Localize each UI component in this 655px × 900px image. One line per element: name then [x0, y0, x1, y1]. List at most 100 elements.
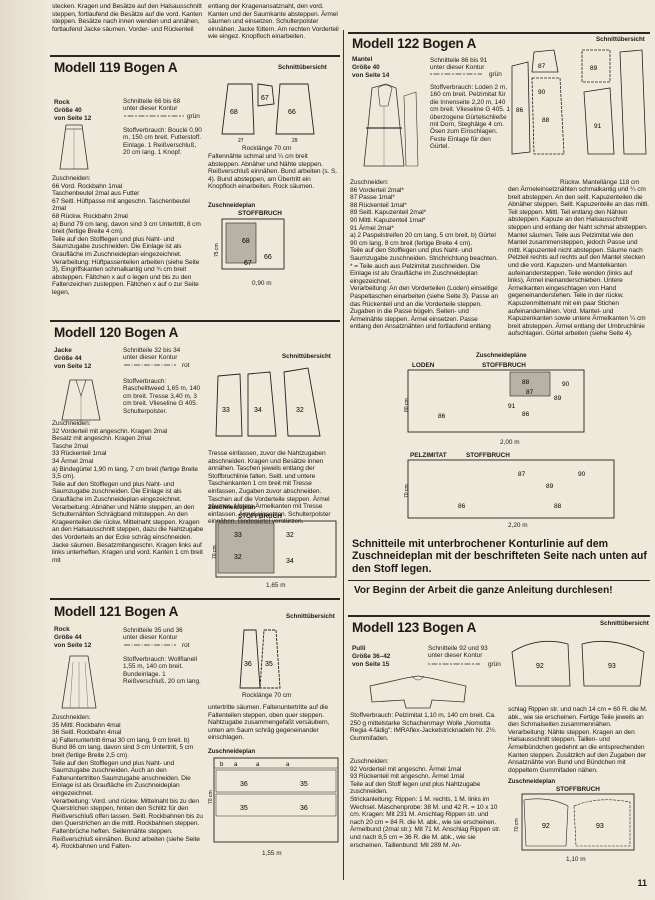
- section-rule: [50, 320, 340, 322]
- notice-konturlinie: Schnitteile mit unterbrochener Konturlin…: [352, 538, 647, 575]
- svg-text:92: 92: [542, 823, 550, 830]
- m119-width: 0,90 m: [252, 280, 272, 287]
- m123-verarbeitung: schlag Rippen str. und nach 14 cm = 60 R…: [508, 706, 648, 774]
- m123-zuschneiden: Zuschneiden: 92 Vorderteil mit angeschn.…: [350, 758, 501, 849]
- svg-text:33: 33: [234, 532, 242, 539]
- m122-kontur-line: [430, 73, 482, 75]
- m123-stoffbruch: STOFFBRUCH: [556, 786, 600, 793]
- svg-text:35: 35: [240, 805, 248, 812]
- svg-text:67: 67: [261, 95, 269, 102]
- m119-schnittuebersicht-diagram: 68 67 66 27 29: [221, 83, 315, 144]
- m123-color: grün: [488, 661, 501, 668]
- svg-text:86: 86: [522, 411, 530, 418]
- svg-text:88: 88: [542, 117, 550, 124]
- svg-text:86: 86: [438, 413, 446, 420]
- m122-schnittuebersicht: Schnittübersicht: [596, 36, 645, 43]
- m123-stoffverbrauch: Stoffverbrauch: Pelzimitat 1,10 m, 140 c…: [350, 712, 497, 742]
- modell-121-title: Modell 121 Bogen A: [54, 604, 179, 619]
- m122-stoffbruch-1: STOFFBRUCH: [482, 362, 526, 369]
- svg-text:87: 87: [526, 389, 534, 396]
- svg-text:33: 33: [222, 407, 230, 414]
- svg-text:86: 86: [458, 503, 466, 510]
- skirt-illustration: [59, 124, 89, 170]
- m123-schnittuebersicht: Schnittübersicht: [600, 620, 649, 627]
- svg-text:32: 32: [286, 532, 294, 539]
- m121-zuschneideplan-label: Zuschneideplan: [208, 748, 256, 755]
- m122-width-1: 2,00 m: [500, 439, 520, 446]
- m120-stoffbruch: STOFFBRUCH: [238, 513, 282, 520]
- svg-text:91: 91: [594, 123, 602, 130]
- section-rule: [50, 55, 340, 57]
- svg-text:70 cm: 70 cm: [514, 818, 520, 832]
- m121-cutting-layout: b a a a 36 35 35 36 70 cm: [208, 757, 339, 843]
- m119-sizes: Schnitteile 66 bis 68 unter dieser Kontu…: [123, 98, 181, 113]
- svg-text:a: a: [286, 762, 290, 768]
- m119-stoffverbrauch: Stoffverbrauch: Bouclé 0,90 m, 150 cm br…: [123, 127, 202, 157]
- svg-text:70 cm: 70 cm: [404, 484, 410, 498]
- m119-verarbeitung-cont: Faltennähte schmal und ¼ cm breit abstep…: [208, 153, 338, 191]
- m121-schnittuebersicht: Schnittübersicht: [286, 613, 335, 620]
- svg-text:87: 87: [518, 471, 526, 478]
- svg-text:35: 35: [265, 661, 273, 668]
- svg-text:27: 27: [238, 138, 244, 144]
- section-rule: [50, 598, 340, 600]
- m119-schnittuebersicht: Schnittübersicht: [278, 64, 327, 71]
- m121-kontur-line: [124, 644, 176, 646]
- svg-text:80 cm: 80 cm: [404, 398, 410, 412]
- m119-color: grün: [187, 113, 200, 120]
- modell-123-title: Modell 123 Bogen A: [352, 620, 477, 635]
- m123-subtitle: Pulli Größe 36–42 von Seite 15: [352, 645, 391, 669]
- svg-text:91: 91: [508, 403, 516, 410]
- modell-119-title: Modell 119 Bogen A: [54, 60, 178, 75]
- svg-text:70 cm: 70 cm: [212, 545, 218, 559]
- m120-width: 1,65 m: [266, 582, 286, 589]
- m122-stoffbruch-2: STOFFBRUCH: [466, 452, 510, 459]
- m122-color: grün: [489, 71, 502, 78]
- section-rule: [348, 615, 650, 617]
- svg-text:75 cm: 75 cm: [214, 243, 220, 257]
- m122-zuschneideplaene-label: Zuschneidepläne: [476, 352, 527, 359]
- svg-text:b: b: [220, 762, 224, 768]
- pleated-skirt-illustration: [61, 655, 97, 709]
- m121-sizes: Schnitteile 35 und 36 unter dieser Kontu…: [123, 627, 183, 642]
- intro-text-left: stecken. Kragen und Besätze auf den Hals…: [52, 3, 203, 33]
- svg-text:32: 32: [234, 554, 242, 561]
- svg-text:a: a: [234, 762, 238, 768]
- m120-zuschneiden: Zuschneiden: 32 Vorderteil mit angeschn.…: [52, 420, 204, 564]
- jacket-illustration: [61, 379, 101, 421]
- m121-color: rot: [182, 642, 190, 649]
- m119-zuschneideplan-label: Zuschneideplan: [208, 202, 256, 209]
- m123-zuschneideplan-label: Zuschneideplan: [508, 778, 556, 785]
- m120-zuschneideplan-label: Zuschneideplan: [208, 504, 256, 511]
- m119-cutting-layout: 68 67 66 75 cm: [214, 218, 285, 270]
- m122-loden-label: LODEN: [412, 362, 435, 369]
- svg-text:89: 89: [590, 65, 598, 72]
- svg-text:90: 90: [562, 381, 570, 388]
- m121-width: 1,55 m: [262, 850, 282, 857]
- svg-text:93: 93: [608, 663, 616, 670]
- m122-zuschneiden: Zuschneiden: 86 Vorderteil 2mal* 87 Pass…: [350, 179, 499, 331]
- section-rule: [348, 580, 650, 581]
- page-number: 11: [637, 878, 647, 888]
- m120-stoffverbrauch: Stoffverbrauch: Raschelltweed 1,65 m, 14…: [123, 378, 201, 415]
- m121-schnittuebersicht-diagram: 36 35: [239, 629, 281, 689]
- section-rule: [348, 32, 650, 34]
- m120-verarbeitung-cont: Tresse einfassen, zuvor die Nahtzugaben …: [208, 450, 331, 526]
- svg-text:68: 68: [242, 238, 250, 245]
- m120-schnittuebersicht-diagram: 33 34 32: [215, 367, 321, 437]
- m122-verarbeitung-cont: den Ärmeleinsetznähten schmalkantig und …: [508, 186, 649, 338]
- svg-text:34: 34: [286, 558, 294, 565]
- m122-subtitle: Mantel Größe 40 von Seite 14: [352, 56, 390, 80]
- m119-rocklaenge: Rocklänge 70 cm: [242, 145, 292, 152]
- m119-zuschneiden: Zuschneiden: 66 Vord. Rockbahn 1mal Tasc…: [52, 175, 201, 296]
- svg-text:66: 66: [264, 254, 272, 261]
- m123-sizes: Schnitteile 92 und 93 unter dieser Kontu…: [428, 645, 488, 660]
- svg-text:90: 90: [578, 471, 586, 478]
- m120-kontur-line: [124, 364, 176, 366]
- m121-verarbeitung-cont: untertritte säumen. Faltenuntertritte au…: [208, 704, 330, 742]
- notice-anleitung: Vor Beginn der Arbeit die ganze Anleitun…: [354, 585, 613, 596]
- m122-width-2: 2,20 m: [508, 522, 528, 529]
- svg-text:35: 35: [300, 781, 308, 788]
- svg-text:88: 88: [522, 379, 530, 386]
